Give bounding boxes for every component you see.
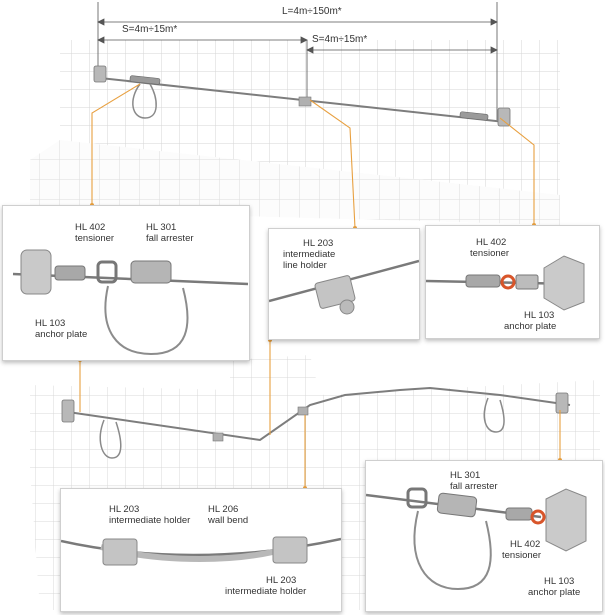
dimension-lines — [97, 2, 498, 120]
hl203-left-code: HL 203 — [109, 504, 140, 515]
anchor-plate-shape — [20, 249, 52, 295]
anchor-plate-right-shape — [543, 255, 585, 311]
line-holder-drawing — [269, 259, 419, 315]
tensioner-shape — [54, 265, 86, 281]
detail-panel-end-right: HL 402 tensioner HL 103 anchor plate — [425, 225, 600, 339]
hl402-name: tensioner — [75, 233, 115, 244]
hl206-name: wall bend — [208, 515, 249, 526]
total-length-label: L=4m÷150m* — [282, 6, 342, 17]
span-left-label: S=4m÷15m* — [122, 24, 178, 35]
hl103-bottom-name: anchor plate — [528, 587, 581, 598]
fall-arrester-shape — [130, 260, 172, 284]
upper-wall — [30, 40, 560, 225]
end-right-drawing — [426, 255, 585, 311]
hl203-code: HL 203 — [303, 238, 334, 249]
holder-left-shape — [102, 538, 138, 566]
hl103-code: HL 103 — [35, 318, 66, 329]
hl206-code: HL 206 — [208, 504, 239, 515]
end-left-drawing — [12, 249, 249, 356]
hl103-bottom-code: HL 103 — [544, 576, 575, 587]
detail-panel-end-left: HL 402 tensioner HL 301 fall arrester HL… — [2, 205, 250, 361]
detail-panel-end-bottom: HL 301 fall arrester HL 402 tensioner HL… — [365, 460, 603, 612]
hl301-name: fall arrester — [146, 233, 194, 244]
hl301-bottom-name: fall arrester — [450, 481, 498, 492]
detail-panel-line-holder: HL 203 intermediate line holder — [268, 228, 420, 340]
hl203-name2: line holder — [283, 260, 327, 271]
end-bottom-drawing — [366, 487, 587, 591]
shackle-shape — [96, 260, 118, 284]
hl402-bottom-name: tensioner — [502, 550, 542, 561]
hl103-name: anchor plate — [35, 329, 88, 340]
hl203-right-name: intermediate holder — [225, 586, 307, 597]
leader-lines — [79, 83, 561, 488]
hl301-code: HL 301 — [146, 222, 177, 233]
hl402-code: HL 402 — [75, 222, 106, 233]
upper-lifeline — [93, 65, 511, 127]
hl103-right-name: anchor plate — [504, 321, 557, 332]
lower-lifeline — [61, 386, 571, 459]
hl402-right-code: HL 402 — [476, 237, 507, 248]
hl103-right-code: HL 103 — [524, 310, 555, 321]
span-right-label: S=4m÷15m* — [312, 34, 368, 45]
detail-panel-wall-bend: HL 203 intermediate holder HL 206 wall b… — [60, 488, 342, 612]
lanyard-shape — [104, 285, 189, 356]
tensioner-ring-shape — [500, 274, 516, 290]
holder-right-shape — [272, 536, 308, 564]
hl203-left-name: intermediate holder — [109, 515, 191, 526]
hl203-right-code: HL 203 — [266, 575, 297, 586]
hl402-right-name: tensioner — [470, 248, 510, 259]
hl301-bottom-code: HL 301 — [450, 470, 481, 481]
hl402-bottom-code: HL 402 — [510, 539, 541, 550]
hl203-name: intermediate — [283, 249, 336, 260]
wall-bend-drawing — [61, 536, 341, 566]
